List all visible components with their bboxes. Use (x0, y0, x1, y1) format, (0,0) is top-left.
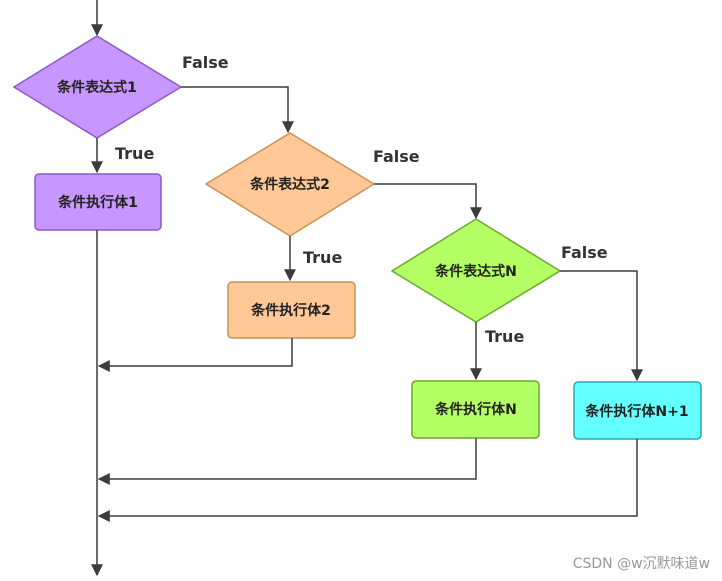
body-n-label: 条件执行体N (434, 401, 517, 418)
condition-n-true-label: True (485, 327, 524, 346)
body-n-plus-1-node: 条件执行体N+1 (573, 381, 702, 440)
condition-n-false-label: False (561, 243, 608, 262)
condition-1-false-edge (181, 86, 294, 134)
body-n-node: 条件执行体N (411, 380, 540, 439)
condition-2-false-label: False (373, 147, 420, 166)
body-2-return-edge (97, 338, 293, 372)
condition-1-node: 条件表达式1 (12, 35, 183, 139)
body-2-label: 条件执行体2 (250, 302, 331, 319)
condition-1-label: 条件表达式1 (56, 79, 137, 96)
body-2-node: 条件执行体2 (227, 281, 356, 339)
condition-2-false-edge (374, 183, 482, 220)
condition-1-false-label: False (182, 53, 229, 72)
body-1-label: 条件执行体1 (57, 194, 138, 211)
condition-1-true-label: True (115, 144, 154, 163)
condition-n-node: 条件表达式N (390, 218, 562, 323)
condition-2-node: 条件表达式2 (204, 132, 376, 237)
body-n-plus-1-label: 条件执行体N+1 (584, 403, 688, 420)
condition-2-true-label: True (303, 248, 342, 267)
body-n-return-edge (97, 438, 477, 485)
condition-n-false-edge (560, 270, 643, 382)
body-1-node: 条件执行体1 (34, 173, 162, 231)
body-1-box (34, 173, 162, 231)
watermark-text: CSDN @w沉默味道w (573, 556, 710, 572)
body-n-plus-1-return-edge (97, 439, 638, 522)
condition-n-label: 条件表达式N (434, 263, 517, 280)
condition-2-label: 条件表达式2 (249, 176, 330, 193)
